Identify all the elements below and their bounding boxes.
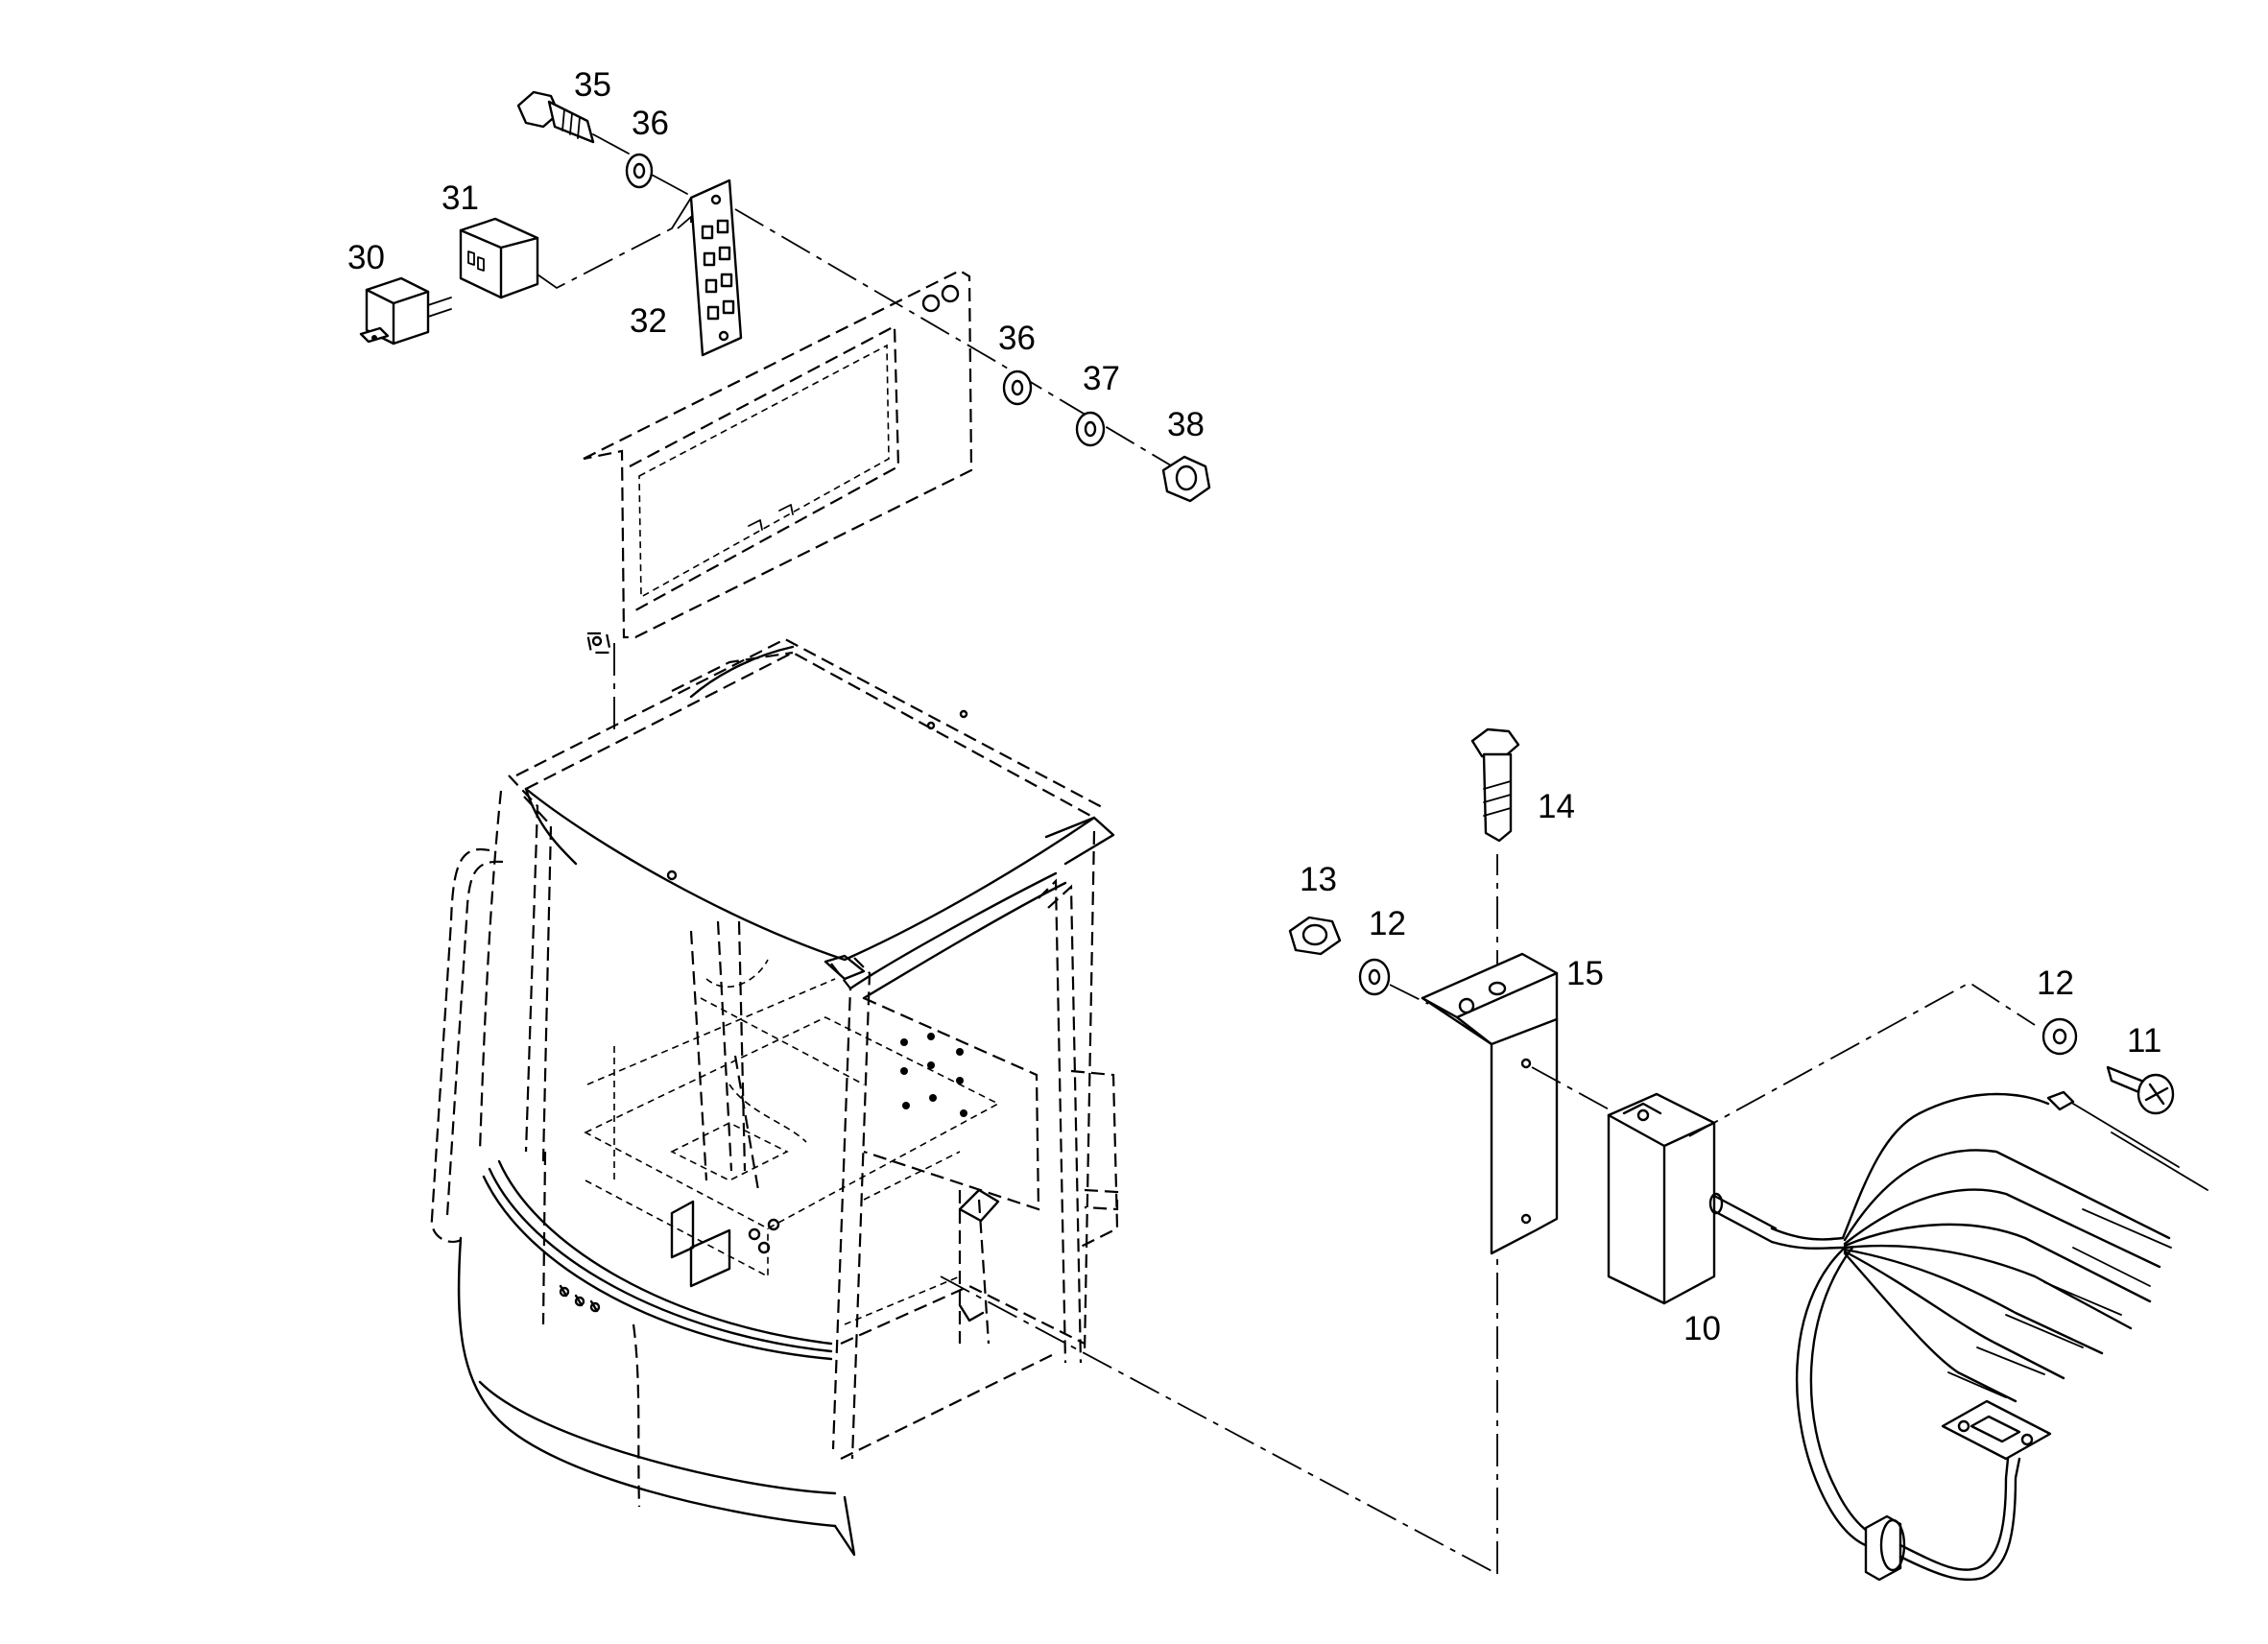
part-35-bolt (516, 90, 630, 155)
part-31-relay-socket (459, 217, 539, 299)
label-13: 13 (1300, 861, 1337, 898)
label-15: 15 (1566, 955, 1604, 992)
part-36-washer-right (1002, 369, 1033, 406)
part-11-screw (2106, 1065, 2175, 1115)
part-14-bolt (1470, 727, 1520, 843)
label-37: 37 (1083, 360, 1120, 397)
label-38: 38 (1167, 406, 1205, 443)
part-10-sensor (1607, 1092, 1778, 1305)
label-14: 14 (1538, 788, 1575, 825)
cab-frame (430, 637, 1119, 1557)
label-35: 35 (574, 66, 611, 104)
part-12-washer-right (2041, 1017, 2078, 1056)
label-30: 30 (347, 239, 385, 276)
label-12-left: 12 (1369, 905, 1406, 942)
label-12-right: 12 (2037, 965, 2074, 1002)
part-15-bracket (1420, 952, 1559, 1255)
label-10: 10 (1683, 1310, 1721, 1347)
part-38-nut (1161, 455, 1211, 503)
part-13-nut (1288, 916, 1342, 956)
cable-harness (1770, 1090, 2208, 1582)
label-32: 32 (630, 302, 667, 340)
label-36-top: 36 (632, 105, 669, 142)
part-32-relay-plate (671, 179, 743, 357)
label-31: 31 (442, 179, 479, 217)
mounting-panel-dashed (583, 269, 973, 729)
label-36-right: 36 (998, 320, 1036, 357)
label-11: 11 (2127, 1022, 2161, 1060)
part-30-relay (359, 276, 452, 345)
part-36-washer-top (625, 153, 688, 195)
part-37-lock-washer (1075, 411, 1106, 447)
part-12-washer-left (1358, 958, 1429, 1005)
